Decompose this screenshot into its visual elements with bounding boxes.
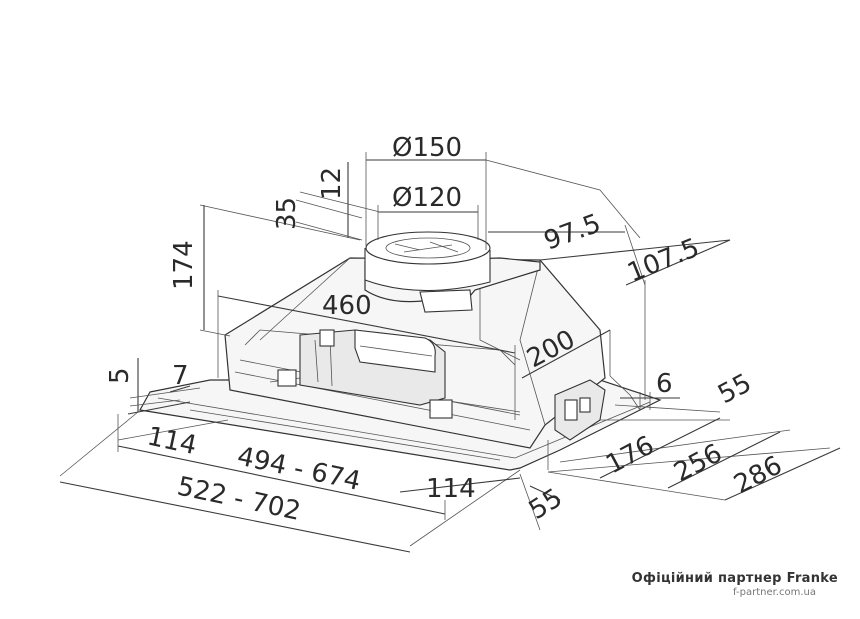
dim-side-step: 6 (656, 369, 673, 399)
dim-depth-total: 286 (729, 450, 787, 500)
dim-body-width: 460 (322, 291, 372, 321)
dim-top-offset: 97.5 (540, 209, 605, 257)
watermark-site: f-partner.com.ua (733, 587, 816, 598)
dim-front-margin: 55 (524, 483, 568, 526)
dim-collar-height: 12 (317, 167, 347, 200)
watermark: Офіційний партнер Franke f-partner.com.u… (632, 571, 838, 598)
dim-flange-step: 7 (172, 361, 189, 391)
dim-outer-diameter: Ø150 (392, 133, 462, 163)
dim-right-margin: 114 (426, 474, 476, 504)
dimension-lines (59, 152, 841, 553)
dim-total-height: 174 (169, 240, 199, 290)
dim-top-offset-outer: 107.5 (623, 233, 703, 289)
hood-body (139, 231, 662, 471)
watermark-title: Офіційний партнер Franke (631, 571, 838, 586)
dim-collar-offset: 35 (272, 197, 302, 230)
duct-opening (365, 231, 491, 265)
dim-inner-diameter: Ø120 (392, 183, 462, 213)
dim-flange-thickness: 5 (105, 367, 135, 384)
dim-rear-margin: 55 (713, 368, 756, 410)
dim-left-margin: 114 (145, 422, 200, 462)
